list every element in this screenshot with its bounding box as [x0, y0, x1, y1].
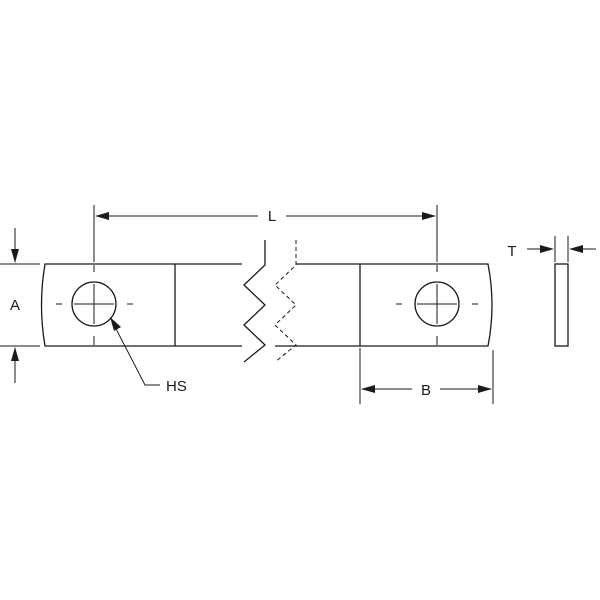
arrowhead-icon — [422, 212, 436, 220]
dimension-label-b: B — [421, 382, 431, 399]
dimension-label-l: L — [268, 208, 276, 225]
dimension-t: T — [507, 236, 596, 262]
dimension-label-t: T — [507, 243, 516, 260]
bar-right-body — [275, 263, 493, 347]
right-hole — [396, 265, 478, 345]
left-hole — [56, 265, 133, 345]
dimension-b: B — [359, 348, 494, 404]
dimension-l: L — [93, 205, 438, 262]
bar-left-body — [40, 263, 242, 347]
arrowhead-icon — [95, 212, 109, 220]
arrowhead-icon — [110, 317, 121, 331]
arrowhead-icon — [361, 385, 375, 393]
callout-label-hs: HS — [166, 378, 187, 395]
arrowhead-icon — [11, 249, 19, 263]
break-lines — [243, 240, 297, 363]
arrowhead-icon — [11, 347, 19, 361]
dimension-label-a: A — [10, 297, 20, 314]
hole-size-callout: HS — [110, 317, 187, 395]
arrowhead-icon — [540, 245, 554, 253]
arrowhead-icon — [569, 245, 583, 253]
dimension-a: A — [0, 228, 40, 383]
arrowhead-icon — [478, 385, 492, 393]
side-view-bar — [554, 263, 569, 347]
